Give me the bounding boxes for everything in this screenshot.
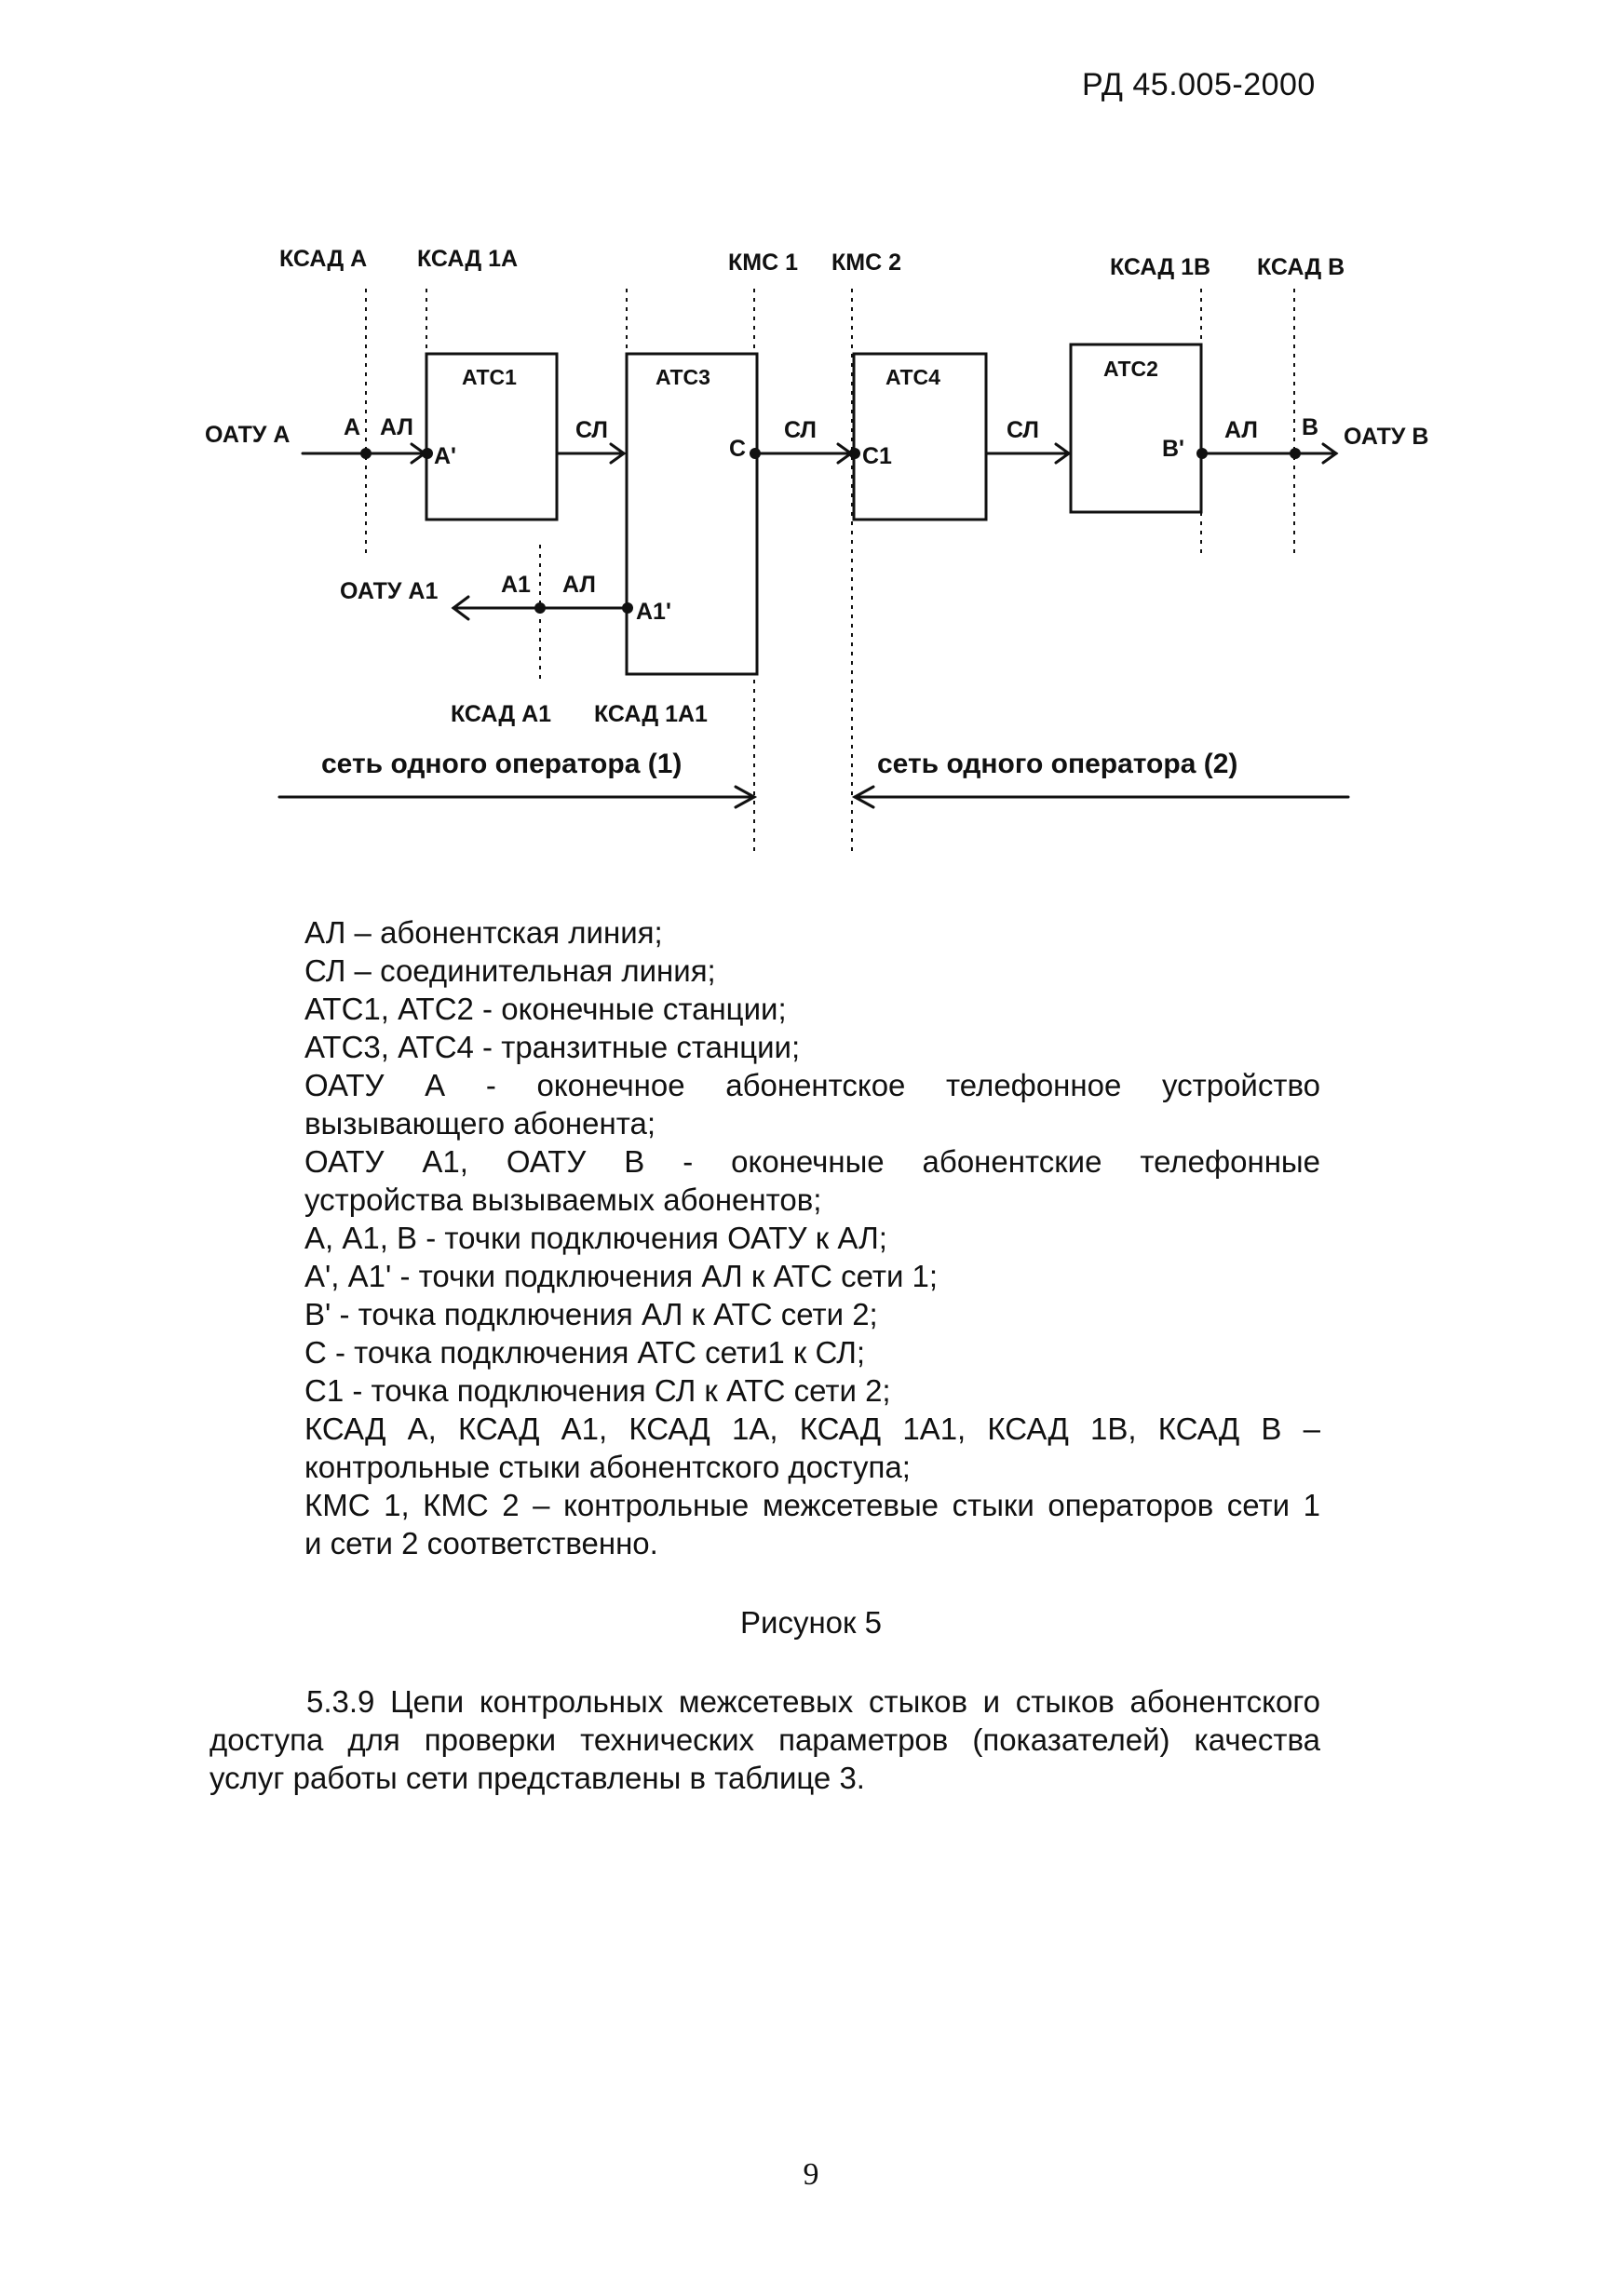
label-point-b: В	[1302, 414, 1318, 440]
legend-line: А, А1, В - точки подключения ОАТУ к АЛ;	[304, 1221, 887, 1255]
label-ksad-a1: КСАД А1	[451, 701, 551, 727]
label-ksad-b: КСАД В	[1257, 254, 1345, 280]
label-point-b-prime: В'	[1162, 436, 1184, 462]
point-b-dot	[1290, 448, 1301, 459]
ats3-box	[625, 352, 759, 676]
label-al-a: АЛ	[380, 414, 413, 440]
label-sl-1: СЛ	[575, 417, 608, 443]
al-a1-arrowhead	[451, 595, 470, 621]
label-ats3: АТС3	[656, 365, 710, 389]
label-network-1: сеть одного оператора (1)	[321, 749, 682, 779]
legend-line: КМС 1, КМС 2 – контрольные межсетевые ст…	[304, 1488, 1320, 1522]
point-a1-dot	[534, 602, 546, 614]
al-b-arrowhead	[1321, 442, 1339, 465]
paragraph-line: услуг работы сети представлены в таблице…	[210, 1761, 865, 1795]
label-ksad-a: КСАД А	[279, 246, 367, 272]
ats1-box	[425, 352, 559, 521]
label-point-a-prime: А'	[434, 443, 456, 469]
label-ksad-1a1: КСАД 1А1	[594, 701, 708, 727]
label-ats2: АТС2	[1103, 357, 1158, 381]
legend-line: ОАТУ А - оконечное абонентское телефонно…	[304, 1068, 1320, 1102]
legend-line: СЛ – соединительная линия;	[304, 953, 716, 988]
legend-line: АТС3, АТС4 - транзитные станции;	[304, 1030, 801, 1064]
label-sl-2: СЛ	[784, 417, 817, 443]
point-a-dot	[360, 448, 372, 459]
legend-line: устройства вызываемых абонентов;	[304, 1182, 822, 1217]
section-paragraph: 5.3.9 Цепи контрольных межсетевых стыков…	[210, 1682, 1320, 1797]
paragraph-line: 5.3.9 Цепи контрольных межсетевых стыков…	[306, 1684, 1320, 1719]
network-diagram: КСАД А КСАД 1А КМС 1 КМС 2 КСАД 1В КСАД …	[205, 246, 1428, 852]
label-sl-3: СЛ	[1007, 417, 1039, 443]
label-point-a1: А1	[501, 572, 531, 598]
label-al-a1: АЛ	[562, 572, 596, 598]
legend-line: вызывающего абонента;	[304, 1106, 656, 1141]
label-point-c: С	[729, 436, 746, 462]
point-a-prime-dot	[422, 448, 433, 459]
sl-1-arrowhead	[609, 442, 627, 465]
legend-line: С - точка подключения АТС сети1 к СЛ;	[304, 1335, 866, 1370]
ats2-box	[1069, 343, 1203, 514]
label-ats1: АТС1	[462, 365, 517, 389]
figure-caption: Рисунок 5	[740, 1605, 882, 1640]
label-oatu-a1: ОАТУ А1	[340, 578, 438, 604]
figure-legend: АЛ – абонентская линия; СЛ – соединитель…	[304, 913, 1320, 1562]
legend-line: АТС1, АТС2 - оконечные станции;	[304, 992, 787, 1026]
label-ksad-1a: КСАД 1А	[417, 246, 518, 272]
legend-line: В' - точка подключения АЛ к АТС сети 2;	[304, 1297, 878, 1331]
label-ats4: АТС4	[885, 365, 940, 389]
legend-line: и сети 2 соответственно.	[304, 1526, 658, 1560]
legend-line: А', А1' - точки подключения АЛ к АТС сет…	[304, 1259, 939, 1293]
network-1-arrowhead	[734, 785, 758, 809]
legend-line: КСАД А, КСАД А1, КСАД 1А, КСАД 1А1, КСАД…	[304, 1411, 1320, 1446]
paragraph-line: доступа для проверки технических парамет…	[210, 1722, 1320, 1757]
point-c-dot	[750, 448, 761, 459]
label-point-c1: С1	[862, 443, 892, 469]
legend-line: АЛ – абонентская линия;	[304, 915, 663, 950]
label-ksad-1b: КСАД 1В	[1110, 254, 1210, 280]
legend-line: С1 - точка подключения СЛ к АТС сети 2;	[304, 1373, 891, 1408]
sl-3-arrowhead	[1054, 442, 1072, 465]
label-oatu-b: ОАТУ В	[1344, 424, 1428, 450]
point-b-prime-dot	[1196, 448, 1208, 459]
label-point-a1-prime: А1'	[636, 599, 671, 625]
legend-line: ОАТУ А1, ОАТУ В - оконечные абонентские …	[304, 1144, 1320, 1179]
ats4-box	[852, 352, 988, 521]
label-oatu-a: ОАТУ А	[205, 422, 290, 448]
label-kms-2: КМС 2	[831, 250, 901, 276]
point-a1-prime-dot	[622, 602, 633, 614]
label-kms-1: КМС 1	[728, 250, 798, 276]
label-al-b: АЛ	[1224, 417, 1258, 443]
page-number: 9	[803, 2157, 819, 2192]
label-point-a: А	[344, 414, 360, 440]
network-2-arrowhead	[851, 785, 875, 809]
label-network-2: сеть одного оператора (2)	[877, 749, 1237, 779]
document-id: РД 45.005-2000	[1082, 67, 1316, 102]
legend-line: контрольные стыки абонентского доступа;	[304, 1450, 911, 1484]
point-c1-dot	[849, 448, 860, 459]
